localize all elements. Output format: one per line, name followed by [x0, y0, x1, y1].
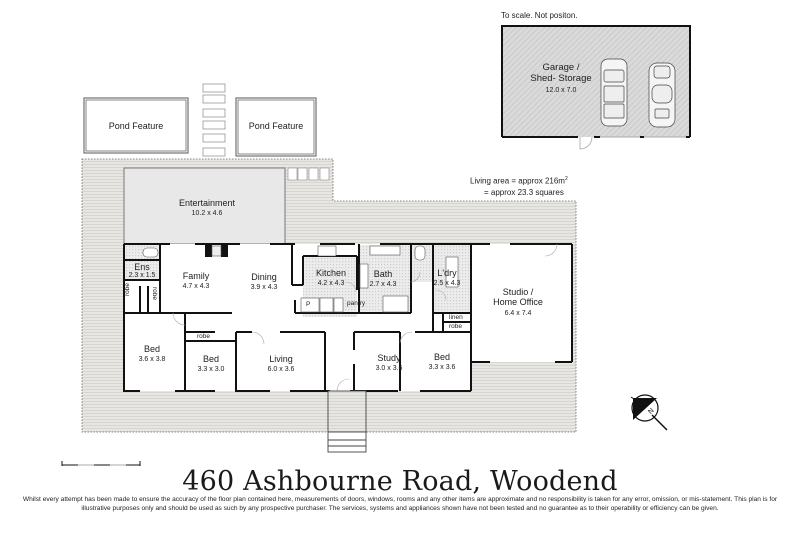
room-label-studio: Studio / Home Office 6.4 x 7.4 [493, 287, 543, 317]
disclaimer-text: Whilst every attempt has been made to en… [22, 496, 778, 512]
studio-floor [471, 244, 572, 362]
room-label-living: Living 6.0 x 3.6 [267, 354, 295, 374]
pond-label-left: Pond Feature [108, 121, 164, 131]
room-label-family: Family 4.7 x 4.3 [182, 271, 210, 291]
car-icon [600, 58, 628, 127]
room-label-garage: Garage / Shed- Storage 12.0 x 7.0 [530, 62, 592, 94]
robe-label-bed2: robe [197, 333, 211, 340]
room-label-entertainment: Entertainment 10.2 x 4.6 [178, 198, 236, 218]
squares-note: = approx 23.3 squares [484, 188, 564, 197]
room-label-bed2: Bed 3.3 x 3.0 [197, 354, 225, 374]
room-label-kitchen: Kitchen 4.2 x 4.3 [315, 268, 347, 288]
robe-label-bed3: robe [449, 323, 463, 330]
scale-note: To scale. Not positon. [501, 11, 578, 20]
room-label-bed3: Bed 3.3 x 3.6 [428, 352, 456, 372]
scale-bar [61, 461, 141, 466]
room-label-dining: Dining 3.9 x 4.3 [250, 272, 278, 292]
living-area-note: Living area = approx 216m2 [470, 176, 568, 186]
pond-feature-left [83, 97, 189, 154]
entertainment-area [123, 167, 286, 245]
robe-label-left: robe [124, 282, 131, 296]
car-icon [648, 62, 676, 128]
pond-feature-right [235, 97, 317, 157]
room-label-bath: Bath 2.7 x 4.3 [369, 269, 397, 289]
room-label-study: Study 3.0 x 3.6 [375, 353, 403, 373]
pantry-p-label: P [306, 301, 311, 308]
pantry-label: pantry [347, 300, 366, 307]
stepping-stones [202, 83, 226, 157]
linen-label: linen [449, 314, 463, 321]
room-label-laundry: L'dry 2.5 x 4.3 [433, 268, 461, 288]
property-title: 460 Ashbourne Road, Woodend [182, 466, 618, 497]
room-label-ens: Ens 2.3 x 1.5 [128, 262, 156, 280]
compass-north-icon [630, 394, 668, 431]
pond-label-right: Pond Feature [248, 121, 304, 131]
robe-label-right: robe [151, 287, 158, 301]
room-label-bed1: Bed 3.6 x 3.8 [138, 344, 166, 364]
fireplace [205, 244, 228, 257]
front-stairs [327, 390, 367, 453]
walls [123, 243, 573, 392]
garage-shed [501, 25, 691, 150]
